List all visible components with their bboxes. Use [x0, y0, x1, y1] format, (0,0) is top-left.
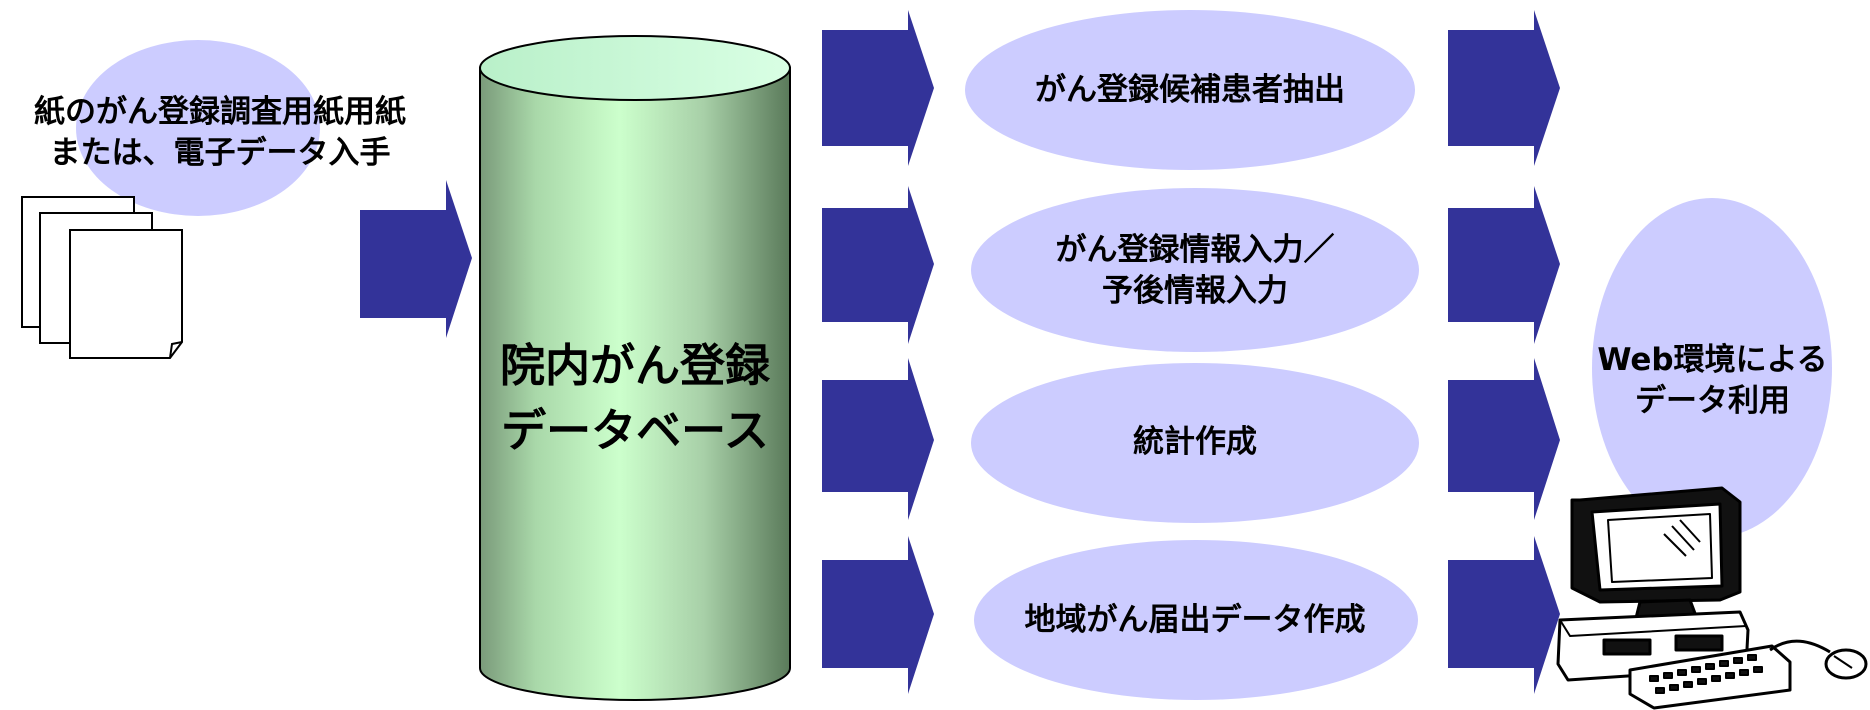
arrow-db-to-process-2 — [822, 186, 934, 344]
process-label-1-line1: がん登録候補患者抽出 — [1035, 72, 1345, 108]
arrow-db-to-process-1 — [822, 10, 934, 166]
process-label-4-line1: 地域がん届出データ作成 — [1024, 602, 1366, 638]
database-label: 院内がん登録 データベース — [480, 333, 790, 464]
process-label-2-line2: 予後情報入力 — [1102, 272, 1288, 309]
output-label-line2: データ利用 — [1635, 382, 1790, 419]
process-label-3: 統計作成 — [970, 422, 1420, 463]
arrow-db-to-process-3 — [822, 358, 934, 520]
output-label: Web環境による データ利用 — [1585, 340, 1840, 422]
arrow-process-2-to-output — [1448, 186, 1560, 344]
input-label-line2: または、電子データ入手 — [49, 134, 391, 171]
process-label-1: がん登録候補患者抽出 — [965, 70, 1415, 111]
documents-icon — [21, 196, 183, 359]
database-cylinder — [479, 35, 791, 701]
arrow-process-4-to-output — [1448, 536, 1560, 694]
process-ellipse-3 — [971, 363, 1419, 523]
process-label-4: 地域がん届出データ作成 — [970, 600, 1420, 641]
input-label-line1: 紙のがん登録調査用紙用紙 — [34, 94, 406, 130]
input-ellipse — [76, 40, 320, 216]
process-label-3-line1: 統計作成 — [1133, 424, 1257, 460]
process-ellipse-4 — [974, 540, 1418, 700]
arrow-process-3-to-output — [1448, 358, 1560, 520]
database-label-line2: データベース — [501, 404, 769, 458]
output-ellipse — [1592, 198, 1832, 538]
output-label-line1: Web環境による — [1597, 342, 1828, 378]
process-ellipse-1 — [965, 10, 1415, 170]
computer-icon — [1556, 486, 1868, 710]
arrow-db-to-process-4 — [822, 536, 934, 694]
database-label-line1: 院内がん登録 — [499, 339, 770, 392]
arrow-input-to-database — [360, 180, 472, 338]
process-label-2: がん登録情報入力／ 予後情報入力 — [965, 230, 1425, 312]
process-ellipse-2 — [971, 188, 1419, 352]
arrow-process-1-to-output — [1448, 10, 1560, 166]
process-label-2-line1: がん登録情報入力／ — [1055, 232, 1335, 268]
input-label: 紙のがん登録調査用紙用紙 または、電子データ入手 — [0, 92, 440, 174]
